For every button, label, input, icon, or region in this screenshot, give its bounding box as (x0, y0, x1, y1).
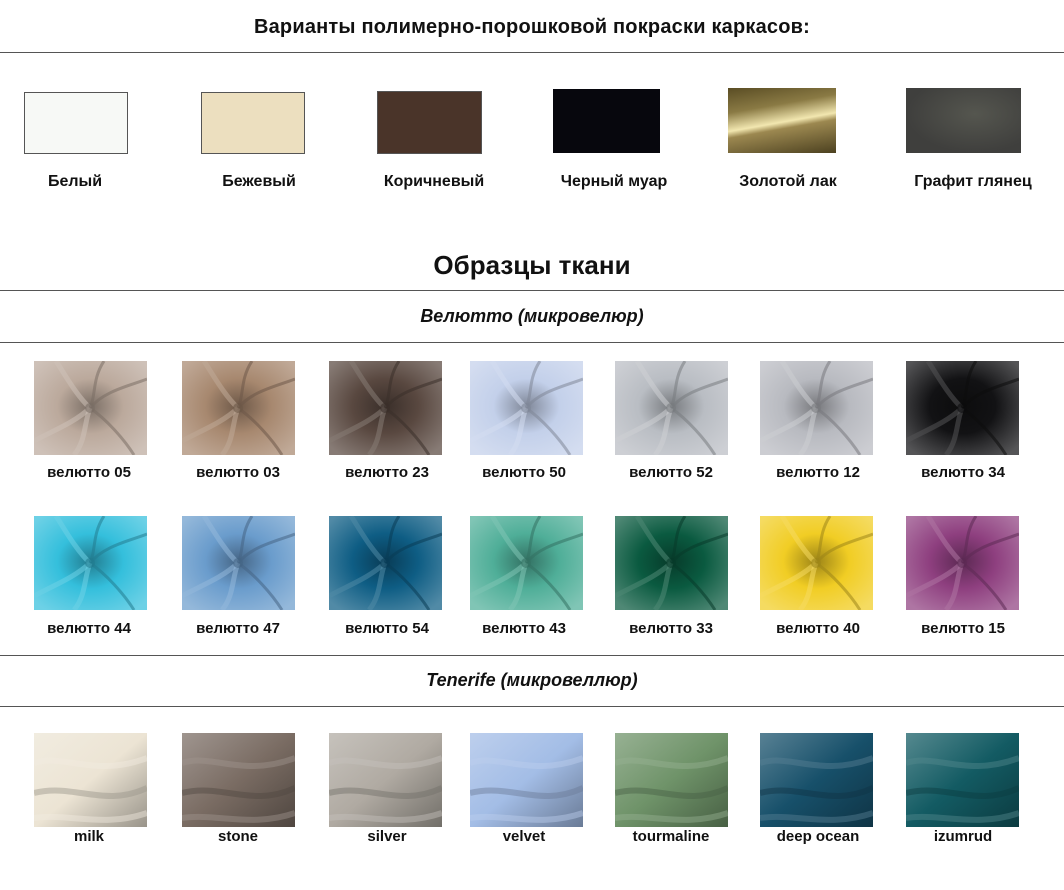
frame-label-black-moire: Черный муар (560, 173, 668, 190)
velutto-label: велютто 47 (196, 620, 280, 637)
tenerife-swatch (470, 733, 583, 827)
velutto-label: велютто 43 (482, 620, 566, 637)
frame-label-graphite-gloss: Графит глянец (914, 173, 1032, 190)
velutto-subtitle: Велютто (микровелюр) (420, 306, 644, 326)
velutto-swatch (906, 516, 1019, 610)
tenerife-swatch (329, 733, 442, 827)
tenerife-swatch (34, 733, 147, 827)
tenerife-subtitle: Tenerife (микровеллюр) (426, 670, 638, 690)
frame-label-beige: Бежевый (222, 173, 296, 190)
divider (0, 706, 1064, 707)
frame-swatch-white (24, 92, 128, 154)
velutto-swatch (182, 361, 295, 455)
frame-label-brown: Коричневый (383, 173, 485, 190)
frame-label-white: Белый (47, 173, 103, 190)
divider (0, 52, 1064, 53)
velutto-swatch (615, 361, 728, 455)
divider (0, 655, 1064, 656)
velutto-label: велютто 54 (345, 620, 429, 637)
velutto-swatch (470, 516, 583, 610)
velutto-label: велютто 23 (345, 464, 429, 481)
divider (0, 342, 1064, 343)
frame-swatch-gold-lacquer (728, 88, 836, 153)
velutto-label: велютто 05 (47, 464, 131, 481)
velutto-label: велютто 34 (921, 464, 1005, 481)
tenerife-label: silver (367, 828, 407, 845)
velutto-swatch (329, 516, 442, 610)
velutto-label: велютто 12 (776, 464, 860, 481)
velutto-label: велютто 52 (629, 464, 713, 481)
velutto-swatch (182, 516, 295, 610)
frame-swatch-brown (377, 91, 482, 154)
velutto-swatch (906, 361, 1019, 455)
tenerife-swatch (906, 733, 1019, 827)
velutto-swatch (470, 361, 583, 455)
velutto-swatch (329, 361, 442, 455)
tenerife-label: velvet (502, 828, 546, 845)
velutto-swatch (760, 516, 873, 610)
frame-swatch-black-moire (553, 89, 660, 153)
velutto-label: велютто 33 (629, 620, 713, 637)
velutto-swatch (34, 516, 147, 610)
frame-swatch-graphite-gloss (906, 88, 1021, 153)
velutto-swatch (34, 361, 147, 455)
tenerife-label: tourmaline (632, 828, 710, 845)
tenerife-label: stone (217, 828, 258, 845)
velutto-label: велютто 40 (776, 620, 860, 637)
tenerife-swatch (760, 733, 873, 827)
tenerife-swatch (615, 733, 728, 827)
frame-label-gold-lacquer: Золотой лак (739, 173, 837, 190)
tenerife-label: milk (73, 828, 104, 845)
velutto-swatch (615, 516, 728, 610)
tenerife-label: deep ocean (776, 828, 860, 845)
divider (0, 290, 1064, 291)
frame-swatch-beige (201, 92, 305, 154)
velutto-label: велютто 03 (196, 464, 280, 481)
tenerife-swatch (182, 733, 295, 827)
velutto-label: велютто 44 (47, 620, 131, 637)
tenerife-label: izumrud (933, 828, 993, 845)
velutto-label: велютто 15 (921, 620, 1005, 637)
velutto-label: велютто 50 (482, 464, 566, 481)
velutto-swatch (760, 361, 873, 455)
fabric-section-title: Образцы ткани (433, 250, 631, 280)
paint-section-title: Варианты полимерно-порошковой покраски к… (253, 16, 811, 38)
